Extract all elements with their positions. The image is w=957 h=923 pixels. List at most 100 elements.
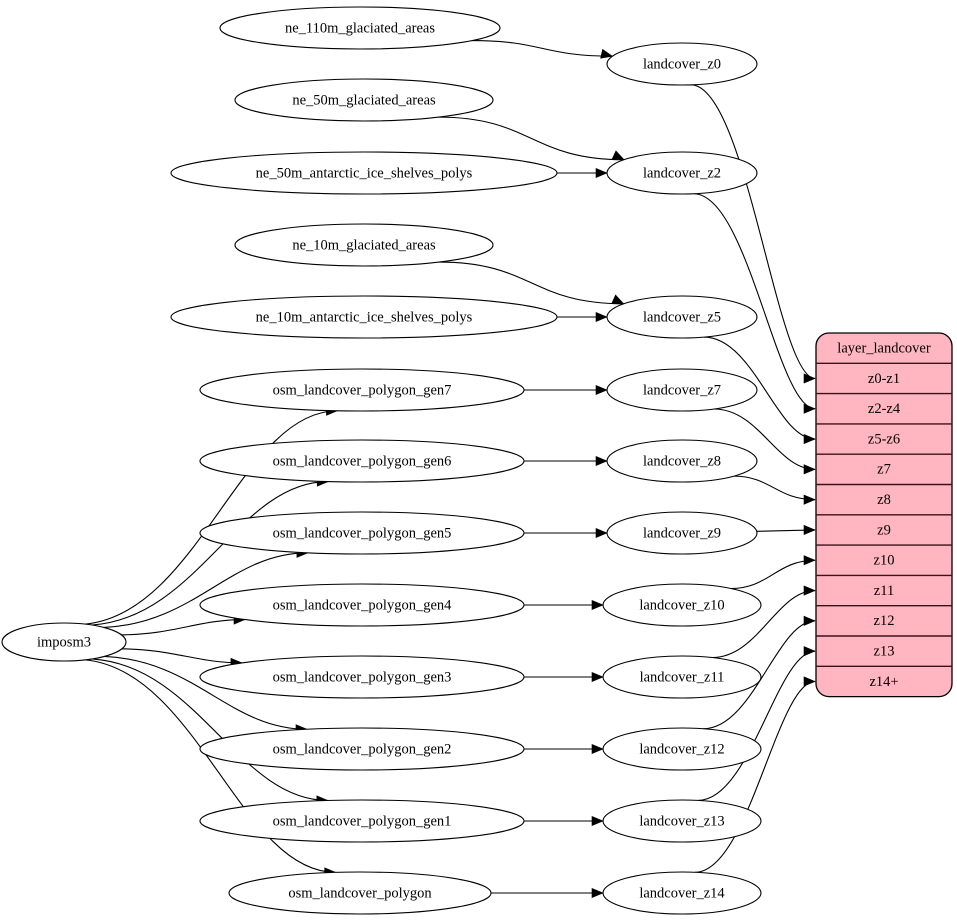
- edge-arrowhead: [595, 167, 608, 179]
- node-label: landcover_z11: [640, 669, 725, 685]
- edge-ne_110m_glaciated_areas-to-landcover_z0: [472, 39, 613, 57]
- node-ellipse[interactable]: [606, 151, 758, 195]
- edge-arrowhead: [803, 373, 816, 384]
- table-row-z14+[interactable]: z14+: [816, 666, 952, 696]
- node-label: ne_110m_glaciated_areas: [285, 20, 435, 36]
- node-label: imposm3: [37, 634, 91, 650]
- table-row-z10[interactable]: z10: [816, 545, 952, 575]
- node-osm_landcover_polygon_gen5[interactable]: osm_landcover_polygon_gen5: [199, 511, 525, 555]
- node-imposm3[interactable]: imposm3: [1, 622, 127, 662]
- table-row-z8[interactable]: z8: [816, 485, 952, 515]
- node-osm_landcover_polygon[interactable]: osm_landcover_polygon: [228, 871, 492, 915]
- node-ne_50m_antarctic_ice_shelves_polys[interactable]: ne_50m_antarctic_ice_shelves_polys: [170, 151, 558, 195]
- node-ellipse[interactable]: [170, 295, 558, 339]
- edge-arrowhead: [595, 455, 608, 467]
- node-ellipse[interactable]: [606, 439, 758, 483]
- node-ellipse[interactable]: [199, 799, 525, 843]
- node-osm_landcover_polygon_gen6[interactable]: osm_landcover_polygon_gen6: [199, 439, 525, 483]
- nodes-layer: imposm3 ne_110m_glaciated_areas ne_50m_gla…: [1, 6, 762, 915]
- table-row-label: z13: [874, 643, 895, 659]
- node-ellipse[interactable]: [199, 655, 525, 699]
- edge-landcover_z7-to-z7: [713, 408, 816, 470]
- table-row-z12[interactable]: z12: [816, 606, 952, 636]
- node-label: landcover_z5: [643, 309, 721, 325]
- edge-landcover_z8-to-z8: [734, 475, 816, 501]
- node-ellipse[interactable]: [602, 655, 762, 699]
- node-landcover_z9[interactable]: landcover_z9: [606, 511, 758, 555]
- node-ne_110m_glaciated_areas[interactable]: ne_110m_glaciated_areas: [219, 6, 501, 50]
- node-ellipse[interactable]: [234, 78, 494, 122]
- node-ellipse[interactable]: [602, 799, 762, 843]
- node-ellipse[interactable]: [228, 871, 492, 915]
- edge-arrowhead: [803, 676, 816, 687]
- edge-arrowhead: [803, 524, 816, 536]
- edge-landcover_z14-to-z14+: [695, 680, 816, 873]
- node-landcover_z7[interactable]: landcover_z7: [606, 368, 758, 412]
- node-osm_landcover_polygon_gen2[interactable]: osm_landcover_polygon_gen2: [199, 727, 525, 771]
- node-ellipse[interactable]: [234, 223, 494, 267]
- node-ellipse[interactable]: [199, 727, 525, 771]
- node-ellipse[interactable]: [1, 622, 127, 662]
- node-ellipse[interactable]: [219, 6, 501, 50]
- node-label: osm_landcover_polygon_gen7: [273, 382, 452, 398]
- table-row-z7[interactable]: z7: [816, 454, 952, 484]
- node-landcover_z8[interactable]: landcover_z8: [606, 439, 758, 483]
- edge-imposm3-to-osm_landcover_polygon_gen5: [103, 552, 308, 628]
- layer-landcover-table: layer_landcoverz0-z1z2-z4z5-z6z7z8z9z10z…: [815, 332, 953, 698]
- node-label: ne_10m_antarctic_ice_shelves_polys: [256, 309, 473, 325]
- node-landcover_z14[interactable]: landcover_z14: [602, 871, 762, 915]
- node-ne_50m_glaciated_areas[interactable]: ne_50m_glaciated_areas: [234, 78, 494, 122]
- node-label: landcover_z9: [643, 525, 721, 541]
- node-ne_10m_antarctic_ice_shelves_polys[interactable]: ne_10m_antarctic_ice_shelves_polys: [170, 295, 558, 339]
- edge-arrowhead: [803, 555, 816, 566]
- node-ellipse[interactable]: [602, 727, 762, 771]
- table-row-z0-z1[interactable]: z0-z1: [816, 363, 952, 393]
- table-row-label: z8: [877, 492, 891, 508]
- node-osm_landcover_polygon_gen1[interactable]: osm_landcover_polygon_gen1: [199, 799, 525, 843]
- node-osm_landcover_polygon_gen4[interactable]: osm_landcover_polygon_gen4: [199, 583, 525, 627]
- edge-arrowhead: [600, 48, 614, 59]
- node-ellipse[interactable]: [199, 439, 525, 483]
- node-label: landcover_z0: [643, 56, 721, 72]
- node-landcover_z0[interactable]: landcover_z0: [606, 42, 758, 86]
- edge-arrowhead: [595, 527, 608, 539]
- node-landcover_z5[interactable]: landcover_z5: [606, 295, 758, 339]
- edge-arrowhead: [595, 311, 608, 323]
- node-ne_10m_glaciated_areas[interactable]: ne_10m_glaciated_areas: [234, 223, 494, 267]
- edge-arrowhead: [803, 646, 816, 657]
- node-landcover_z11[interactable]: landcover_z11: [602, 655, 762, 699]
- node-osm_landcover_polygon_gen7[interactable]: osm_landcover_polygon_gen7: [199, 368, 525, 412]
- node-label: ne_50m_antarctic_ice_shelves_polys: [256, 165, 473, 181]
- edge-imposm3-to-osm_landcover_polygon: [85, 659, 336, 873]
- node-landcover_z13[interactable]: landcover_z13: [602, 799, 762, 843]
- edge-ne_10m_glaciated_areas-to-landcover_z5: [439, 261, 624, 305]
- edge-arrowhead: [595, 384, 608, 396]
- node-ellipse[interactable]: [606, 42, 758, 86]
- node-osm_landcover_polygon_gen3[interactable]: osm_landcover_polygon_gen3: [199, 655, 525, 699]
- table-row-label: z9: [877, 522, 891, 538]
- node-ellipse[interactable]: [170, 151, 558, 195]
- table-row-z13[interactable]: z13: [816, 636, 952, 666]
- node-ellipse[interactable]: [602, 583, 762, 627]
- node-ellipse[interactable]: [199, 511, 525, 555]
- node-landcover_z2[interactable]: landcover_z2: [606, 151, 758, 195]
- edge-arrowhead: [803, 615, 816, 626]
- table-row-z2-z4[interactable]: z2-z4: [816, 394, 952, 424]
- node-ellipse[interactable]: [602, 871, 762, 915]
- node-label: landcover_z13: [639, 813, 724, 829]
- edge-landcover_z12-to-z12: [703, 620, 816, 730]
- table-row-z9[interactable]: z9: [816, 515, 952, 545]
- edge-imposm3-to-osm_landcover_polygon_gen1: [92, 658, 328, 802]
- node-ellipse[interactable]: [606, 368, 758, 412]
- node-ellipse[interactable]: [199, 583, 525, 627]
- node-landcover_z10[interactable]: landcover_z10: [602, 583, 762, 627]
- node-label: osm_landcover_polygon_gen1: [273, 813, 452, 829]
- node-ellipse[interactable]: [606, 511, 758, 555]
- table-row-z5-z6[interactable]: z5-z6: [816, 424, 952, 454]
- node-ellipse[interactable]: [199, 368, 525, 412]
- edge-arrowhead: [591, 599, 604, 611]
- edge-imposm3-to-osm_landcover_polygon_gen6: [91, 480, 329, 626]
- node-landcover_z12[interactable]: landcover_z12: [602, 727, 762, 771]
- node-ellipse[interactable]: [606, 295, 758, 339]
- table-row-z11[interactable]: z11: [816, 575, 952, 605]
